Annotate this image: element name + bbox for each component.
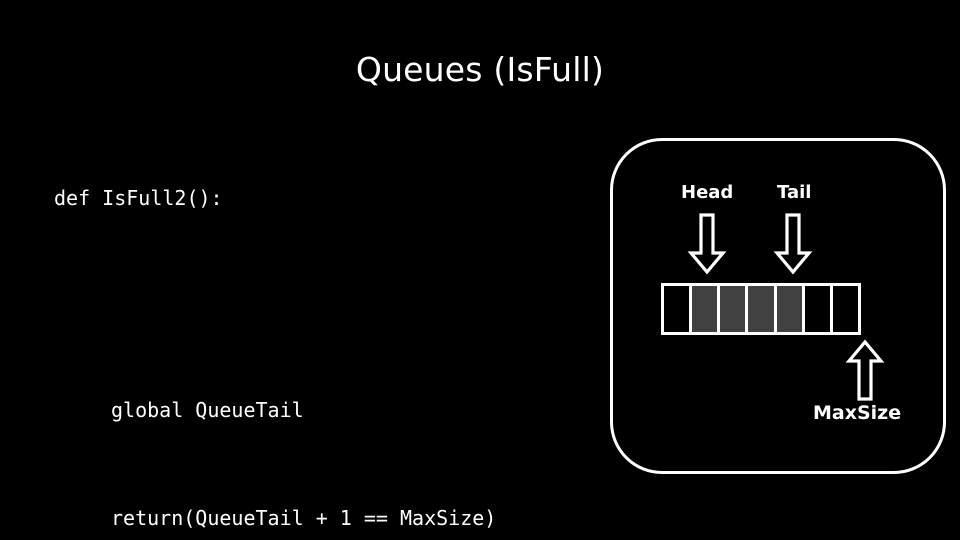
- arrow-down-outline-icon: [687, 213, 727, 275]
- arrow-up-outline-icon: [845, 339, 885, 401]
- code-block: def IsFull2(): global QueueTail return(Q…: [54, 108, 614, 540]
- code-line: return(QueueTail + 1 == MaxSize): [111, 506, 497, 530]
- maxsize-label: MaxSize: [813, 402, 902, 424]
- page-title: Queues (IsFull): [355, 50, 605, 89]
- code-line: def IsFull2():: [54, 186, 223, 210]
- code-line: global QueueTail: [111, 398, 304, 422]
- array-cell: [720, 286, 749, 332]
- array-cell: [832, 286, 858, 332]
- array-cell: [692, 286, 721, 332]
- queue-array: [661, 283, 861, 335]
- tail-label: Tail: [777, 182, 812, 203]
- array-cell: [748, 286, 777, 332]
- queue-diagram-panel: Head Tail MaxSize: [610, 138, 946, 474]
- code-line-spacer: [54, 288, 614, 320]
- array-cell: [804, 286, 833, 332]
- array-cell: [664, 286, 693, 332]
- arrow-down-outline-icon: [773, 213, 813, 275]
- head-label: Head: [681, 182, 734, 203]
- array-cell: [776, 286, 805, 332]
